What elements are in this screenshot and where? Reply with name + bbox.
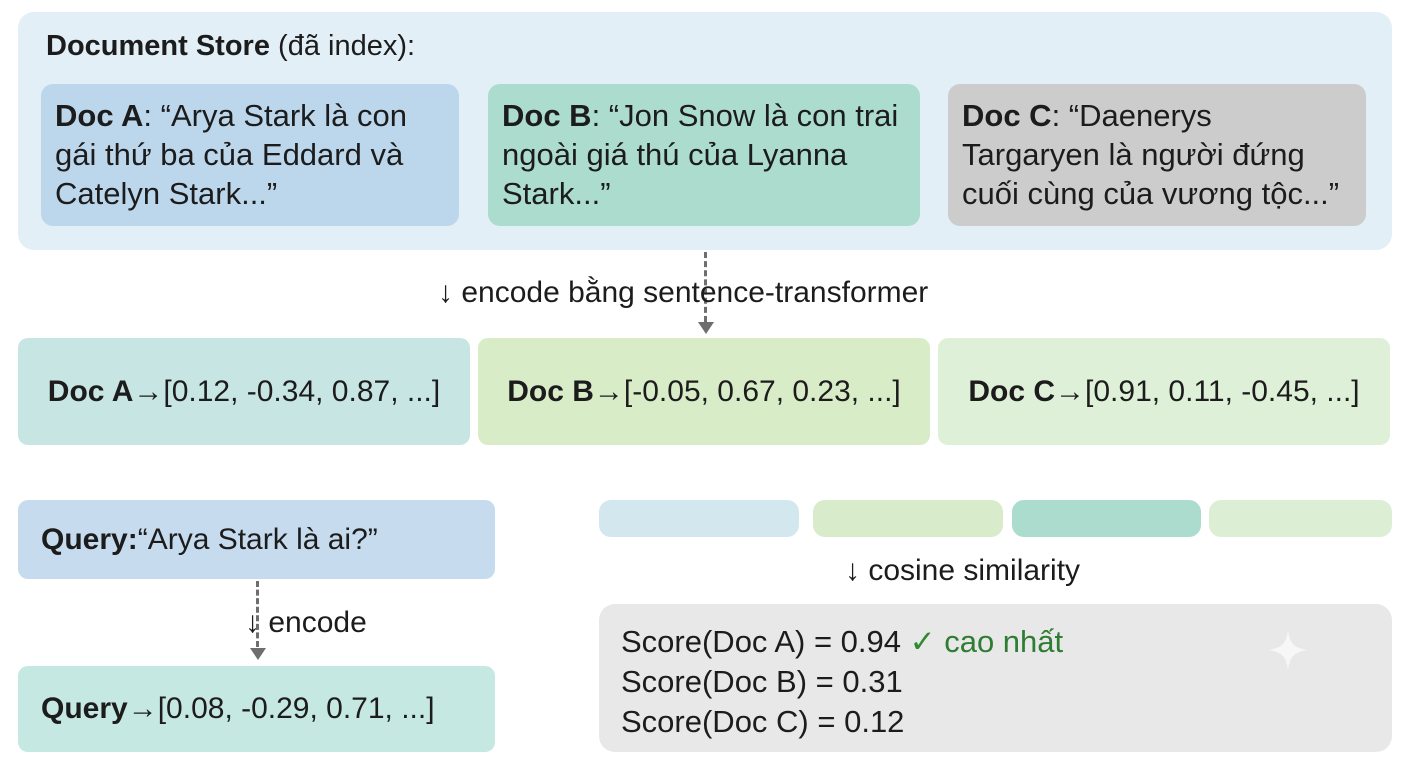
similarity-label: ↓ cosine similarity — [845, 554, 1081, 587]
doc-b-card: Doc B: “Jon Snow là con trai ngoài giá t… — [488, 84, 920, 226]
query-text: “Arya Stark là ai?” — [137, 522, 378, 556]
doc-b-name: Doc B — [502, 98, 592, 133]
vector-chip-4 — [1209, 500, 1392, 537]
doc-a-text: : “Arya Stark là con gái thứ ba của Edda… — [55, 98, 408, 211]
query-label: Query: — [41, 522, 138, 556]
vector-chip-1 — [599, 500, 799, 537]
score-doc-a: Score(Doc A) = 0.94 ✓ cao nhất — [621, 624, 1064, 659]
query-encode-label: ↓ encode — [245, 606, 367, 639]
query-encode-connector-line — [256, 581, 259, 647]
score-doc-b: Score(Doc B) = 0.31 — [621, 664, 903, 699]
encode-arrowhead — [698, 322, 714, 334]
vector-doc-a: Doc A → [0.12, -0.34, 0.87, ...] — [18, 338, 470, 445]
best-score-note: cao nhất — [935, 624, 1064, 659]
doc-c-card: Doc C: “Daenerys Targaryen là người đứng… — [948, 84, 1366, 226]
encode-connector-line — [704, 252, 707, 322]
doc-c-text: : “Daenerys Targaryen là người đứng cuối… — [962, 98, 1340, 211]
scores-panel: Score(Doc A) = 0.94 ✓ cao nhất Score(Doc… — [599, 604, 1392, 752]
vector-chip-3 — [1012, 500, 1201, 537]
doc-c-name: Doc C — [962, 98, 1052, 133]
score-doc-c: Score(Doc C) = 0.12 — [621, 704, 905, 739]
doc-b-text: : “Jon Snow là con trai ngoài giá thú củ… — [502, 98, 899, 211]
vector-doc-c: Doc C → [0.91, 0.11, -0.45, ...] — [938, 338, 1390, 445]
encode-label: ↓ encode bằng sentence-transformer — [438, 276, 929, 309]
query-vector: Query → [0.08, -0.29, 0.71, ...] — [18, 666, 495, 752]
check-icon: ✓ — [901, 624, 936, 659]
vector-chip-2 — [813, 500, 1003, 537]
sparkle-icon — [1268, 630, 1308, 670]
doc-a-name: Doc A — [55, 98, 144, 133]
document-store-title: Document Store (đã index): — [46, 30, 416, 62]
query-encode-arrowhead — [250, 648, 266, 660]
doc-a-card: Doc A: “Arya Stark là con gái thứ ba của… — [41, 84, 459, 226]
vector-doc-b: Doc B → [-0.05, 0.67, 0.23, ...] — [478, 338, 930, 445]
query-box: Query: “Arya Stark là ai?” — [18, 500, 495, 579]
